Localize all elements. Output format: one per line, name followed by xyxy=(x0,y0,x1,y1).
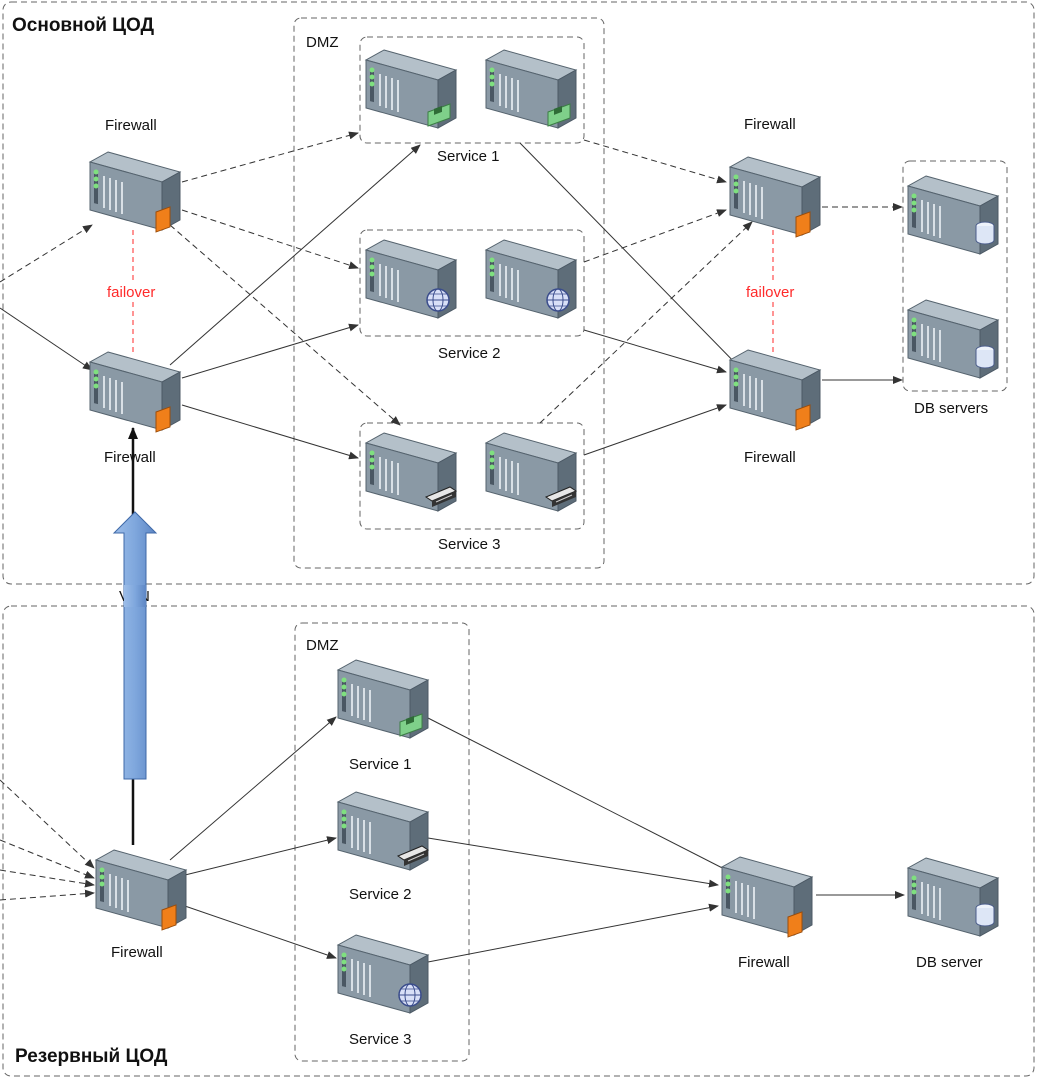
reserve-service1-label: Service 1 xyxy=(349,756,412,773)
link-lfw-top-s1 xyxy=(181,131,359,183)
service3-label: Service 3 xyxy=(438,536,501,553)
db-servers-label: DB servers xyxy=(914,400,988,417)
reserve-db-server-icon xyxy=(907,857,999,937)
external-link-r1 xyxy=(0,779,95,869)
db-server-top-icon xyxy=(907,175,999,255)
link-s3-rfw-bot xyxy=(583,404,727,456)
external-link-r3 xyxy=(0,869,95,888)
right-failover-label: failover xyxy=(746,284,794,301)
reserve-firewall-left-icon xyxy=(95,849,187,931)
link-rfw-s3 xyxy=(181,904,337,959)
primary-datacenter-frame xyxy=(2,1,1035,585)
external-link-r2 xyxy=(0,839,95,879)
link-lfw-bot-s3 xyxy=(181,404,359,460)
link-s3-rfw-top xyxy=(539,221,753,424)
service3-group-frame xyxy=(359,422,585,530)
link-lfw-bot-s2 xyxy=(181,323,359,379)
reserve-service3-icon xyxy=(337,934,429,1014)
link-lfw-bot-s1 xyxy=(169,144,421,366)
primary-dmz-label: DMZ xyxy=(306,34,339,51)
reserve-firewall-left-label: Firewall xyxy=(111,944,163,961)
service2-label: Service 2 xyxy=(438,345,501,362)
reserve-firewall-right-label: Firewall xyxy=(738,954,790,971)
link-rfw-s1 xyxy=(169,716,337,861)
link-s3-fw-right xyxy=(427,903,719,963)
db-server-bottom-icon xyxy=(907,299,999,379)
service1-server-a-icon xyxy=(365,49,457,129)
link-rfw-s2 xyxy=(184,836,337,876)
service2-server-b-icon xyxy=(485,239,577,319)
service3-server-a-icon xyxy=(365,432,457,512)
external-link-solid xyxy=(0,307,93,371)
firewall-right-bottom-icon xyxy=(729,349,821,431)
reserve-dmz-frame xyxy=(294,622,470,1062)
service1-label: Service 1 xyxy=(437,148,500,165)
service2-group-frame xyxy=(359,229,585,337)
external-link-r4 xyxy=(0,889,95,901)
external-link-dashed xyxy=(0,224,93,283)
link-lfw-top-s2 xyxy=(181,209,359,269)
reserve-firewall-right-icon xyxy=(721,856,813,938)
primary-dmz-frame xyxy=(293,17,605,569)
reserve-service2-label: Service 2 xyxy=(349,886,412,903)
reserve-dmz-label: DMZ xyxy=(306,637,339,654)
vpn-arrow xyxy=(112,511,158,780)
reserve-datacenter-frame xyxy=(2,605,1035,1077)
firewall-right-top-icon xyxy=(729,156,821,238)
left-firewall-bottom-label: Firewall xyxy=(104,449,156,466)
service3-server-b-icon xyxy=(485,432,577,512)
right-firewall-top-label: Firewall xyxy=(744,116,796,133)
service1-group-frame xyxy=(359,36,585,144)
reserve-db-server-label: DB server xyxy=(916,954,983,971)
firewall-left-bottom-icon xyxy=(89,351,181,433)
left-firewall-top-label: Firewall xyxy=(105,117,157,134)
link-s1-rfw-bot xyxy=(519,142,745,373)
link-s2-fw-right xyxy=(427,837,719,888)
firewall-left-top-icon xyxy=(89,151,181,233)
link-s2-rfw-bot xyxy=(583,329,727,374)
reserve-service2-icon xyxy=(337,791,429,871)
link-lfw-top-s3 xyxy=(169,224,401,426)
reserve-service3-label: Service 3 xyxy=(349,1031,412,1048)
reserve-service1-icon xyxy=(337,659,429,739)
right-firewall-bottom-label: Firewall xyxy=(744,449,796,466)
link-s2-rfw-top xyxy=(583,209,727,263)
link-s1-fw-right xyxy=(427,717,741,878)
service2-server-a-icon xyxy=(365,239,457,319)
link-s1-rfw-top xyxy=(583,139,727,184)
service1-server-b-icon xyxy=(485,49,577,129)
reserve-title: Резервный ЦОД xyxy=(15,1046,168,1067)
db-group-frame xyxy=(902,160,1008,392)
left-failover-label: failover xyxy=(107,284,155,301)
primary-title: Основной ЦОД xyxy=(12,15,155,36)
